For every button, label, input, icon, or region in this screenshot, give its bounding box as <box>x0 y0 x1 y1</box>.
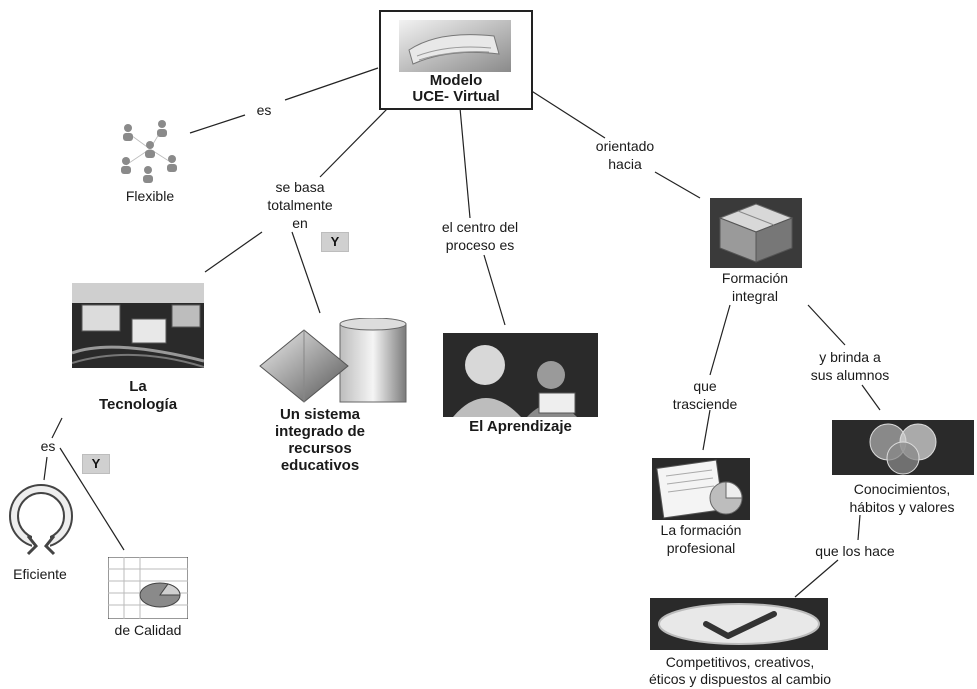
root-label-line1: Modelo <box>429 72 483 89</box>
node-label-conocimientos-2[interactable]: hábitos y valores <box>849 499 955 515</box>
checkmark-icon <box>650 598 828 650</box>
y-badge: Y <box>321 232 349 252</box>
newspaper-icon <box>399 20 511 72</box>
node-label-aprendizaje[interactable]: El Aprendizaje <box>469 418 572 435</box>
node-label-sistema-3[interactable]: recursos <box>288 440 352 457</box>
node-label-sistema-2[interactable]: integrado de <box>274 423 365 440</box>
node-label-eficiente[interactable]: Eficiente <box>13 566 67 582</box>
node-label-tecnologia[interactable]: Tecnología <box>98 396 178 413</box>
node-label-sistema-4[interactable]: educativos <box>280 457 360 474</box>
node-label-formacion-profesional-2[interactable]: profesional <box>666 540 736 556</box>
node-label-calidad[interactable]: de Calidad <box>114 622 182 638</box>
link-label-brinda-1: y brinda a <box>819 349 881 365</box>
link-label-centro-2: proceso es <box>445 237 515 253</box>
root-node-modelo-uce-virtual[interactable]: Modelo UCE- Virtual <box>379 10 533 110</box>
link-label-trasciende: trasciende <box>672 396 738 412</box>
document-chart-icon <box>652 458 750 520</box>
root-label-line2: UCE- Virtual <box>412 88 500 105</box>
computer-lab-icon <box>72 283 204 368</box>
link-label-se-basa-1: se basa <box>275 179 325 195</box>
node-label-competitivos-1[interactable]: Competitivos, creativos, <box>665 654 815 670</box>
node-label-la[interactable]: La <box>129 378 147 395</box>
link-label-es: es <box>256 102 272 118</box>
node-label-integral[interactable]: integral <box>732 288 778 304</box>
link-label-que-los-hace: que los hace <box>815 543 895 559</box>
y-badge-2: Y <box>82 454 110 474</box>
link-label-orientado-1: orientado <box>595 138 655 154</box>
people-network-icon <box>121 120 177 183</box>
node-label-flexible[interactable]: Flexible <box>125 188 175 204</box>
link-label-que: que <box>693 378 717 394</box>
teacher-student-icon <box>443 333 598 417</box>
node-label-conocimientos-1[interactable]: Conocimientos, <box>853 481 951 497</box>
recycle-arrows-icon <box>9 484 73 556</box>
link-label-se-basa-2: totalmente <box>267 197 333 213</box>
link-label-centro-1: el centro del <box>441 219 519 235</box>
spreadsheet-chart-icon <box>108 557 188 619</box>
node-label-competitivos-2[interactable]: éticos y dispuestos al cambio <box>648 671 832 687</box>
node-label-formacion[interactable]: Formación <box>721 270 789 286</box>
link-label-es-2: es <box>40 438 56 454</box>
venn-circles-icon <box>832 420 974 475</box>
node-label-formacion-profesional-1[interactable]: La formación <box>660 522 742 538</box>
link-label-orientado-2: hacia <box>608 156 642 172</box>
node-label-sistema-1[interactable]: Un sistema <box>279 406 361 423</box>
link-label-brinda-2: sus alumnos <box>810 367 890 383</box>
link-label-se-basa-3: en <box>292 215 308 231</box>
geometric-shapes-icon <box>259 318 407 403</box>
puzzle-blocks-icon <box>710 198 802 268</box>
